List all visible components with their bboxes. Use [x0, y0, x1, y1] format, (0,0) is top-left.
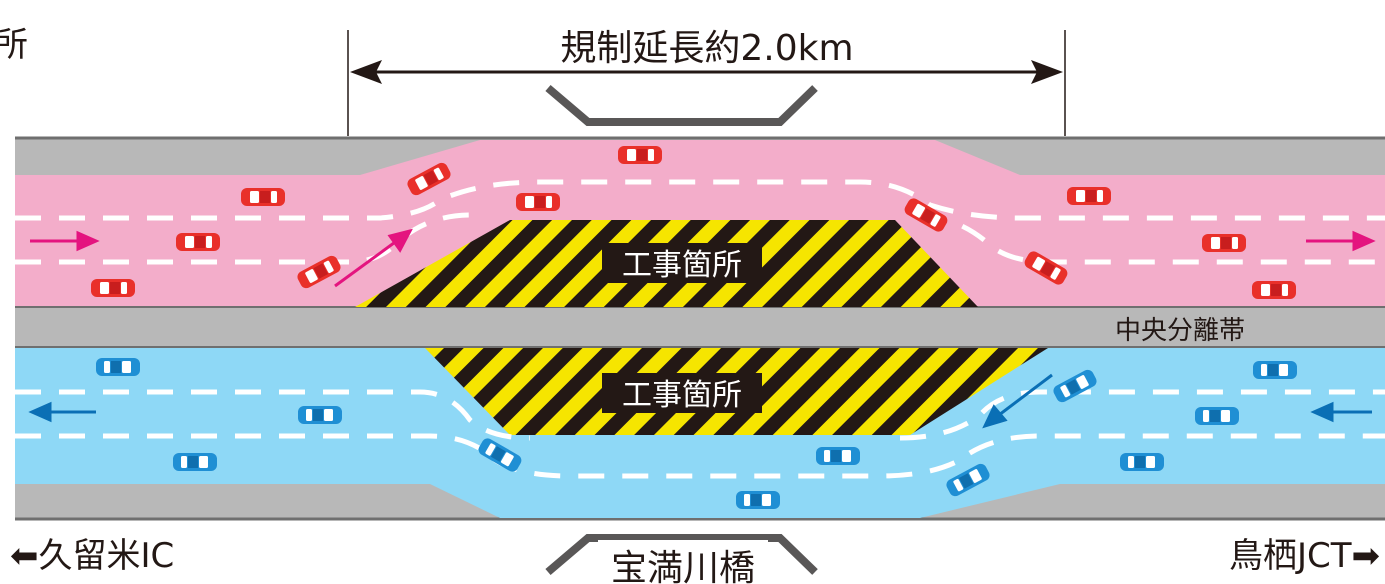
outbound-direction-arrows — [30, 228, 1376, 288]
regulation-length-arrow — [350, 60, 1063, 84]
bridge-symbol-bottom — [545, 534, 818, 576]
bridge-label-bg — [598, 540, 768, 584]
construction-label-inbound: 工事箇所 — [622, 378, 742, 413]
regulation-label-bg — [530, 22, 885, 68]
regulation-length-label: 規制延長約2.0km — [560, 28, 853, 69]
right-destination-label: 鳥栖JCT➡ — [1229, 536, 1380, 576]
construction-label-outbound: 工事箇所 — [622, 248, 742, 283]
median-strip — [15, 308, 1385, 346]
construction-label-bg-1 — [602, 243, 762, 283]
bridge-label: 宝満川橋 — [611, 548, 755, 584]
median-label: 中央分離帯 — [1115, 316, 1245, 346]
left-destination-label: ⬅久留米IC — [10, 536, 174, 576]
inbound-direction-arrows — [28, 373, 1372, 429]
corner-text: 所 — [0, 25, 28, 65]
construction-label-bg-2 — [602, 373, 762, 413]
bridge-symbol-top — [545, 84, 818, 126]
